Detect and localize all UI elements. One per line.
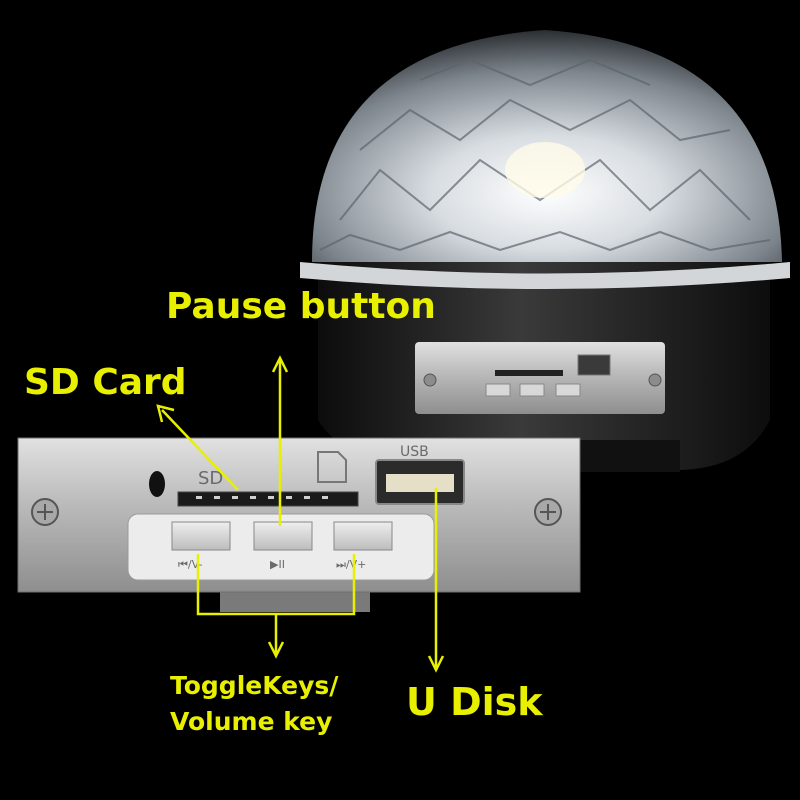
sd-card-annotation: SD Card bbox=[24, 362, 187, 403]
lamp-foot bbox=[580, 440, 680, 472]
sd-marking: SD bbox=[198, 468, 223, 489]
pause-button-annotation: Pause button bbox=[166, 286, 436, 327]
prev-key-label: ⏮/V- bbox=[178, 558, 202, 571]
dome-facets bbox=[319, 58, 771, 252]
next-key-label: ⏭/V+ bbox=[336, 558, 366, 571]
dome-glow bbox=[505, 142, 585, 198]
sd-arrow bbox=[161, 409, 239, 491]
sd-card-icon bbox=[317, 451, 347, 483]
toggle-keys-line1: ToggleKeys/ bbox=[170, 671, 339, 700]
panel-tray bbox=[220, 592, 370, 612]
toggle-keys-annotation: ToggleKeys/ Volume key bbox=[170, 668, 338, 740]
screw-left bbox=[31, 498, 59, 526]
lamp-control-panel bbox=[415, 342, 665, 414]
lamp-panel-key-2 bbox=[519, 383, 545, 397]
u-disk-annotation: U Disk bbox=[406, 680, 543, 724]
screw-right bbox=[534, 498, 562, 526]
control-panel: SD USB ⏮/V- ▶II ⏭/V+ bbox=[17, 437, 581, 612]
lamp-panel-screw-right bbox=[648, 373, 662, 387]
usb-marking: USB bbox=[400, 444, 429, 460]
lamp-panel-screw-left bbox=[423, 373, 437, 387]
toggle-keys-line2: Volume key bbox=[170, 707, 333, 736]
lamp-panel-key-1 bbox=[485, 383, 511, 397]
play-pause-key bbox=[253, 521, 313, 551]
dome-rim bbox=[300, 262, 790, 289]
ir-receiver bbox=[149, 471, 165, 497]
lamp-panel-sd-slot bbox=[495, 370, 563, 376]
sd-slot-contacts bbox=[196, 496, 328, 499]
disco-lamp bbox=[300, 30, 790, 472]
usb-port-tongue bbox=[386, 474, 454, 492]
prev-volume-down-key bbox=[171, 521, 231, 551]
play-key-label: ▶II bbox=[270, 558, 285, 571]
next-volume-up-key bbox=[333, 521, 393, 551]
lamp-panel-key-3 bbox=[555, 383, 581, 397]
annotation-arrows bbox=[156, 355, 445, 673]
lamp-panel-usb-port bbox=[577, 354, 611, 376]
